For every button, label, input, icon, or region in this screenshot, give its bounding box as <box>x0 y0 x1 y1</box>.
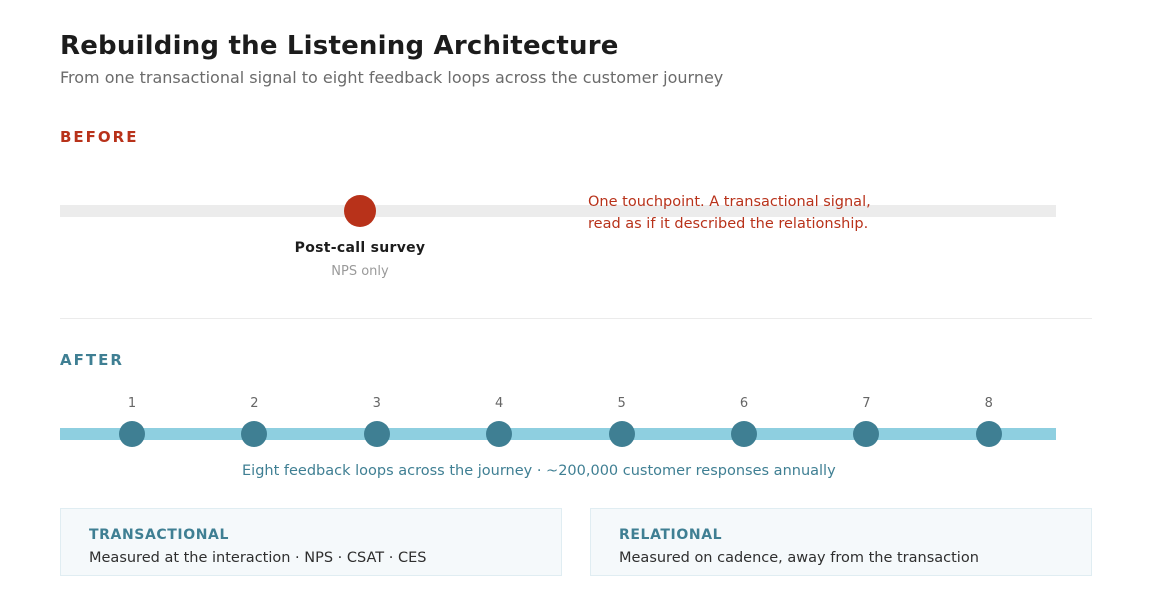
transactional-card-title: TRANSACTIONAL <box>89 527 230 543</box>
loop-number-8: 8 <box>984 396 993 411</box>
after-section-label: AFTER <box>60 351 124 369</box>
loop-number-3: 3 <box>372 396 381 411</box>
after-journey-track <box>60 428 1056 440</box>
before-touchpoint-dot <box>344 195 376 227</box>
loop-number-2: 2 <box>250 396 259 411</box>
transactional-card-description: Measured at the interaction · NPS · CSAT… <box>89 550 427 566</box>
loop-number-5: 5 <box>617 396 626 411</box>
loop-dot-3 <box>363 421 390 447</box>
loop-dot-7 <box>853 421 880 447</box>
before-callout: One touchpoint. A transactional signal, … <box>588 191 871 235</box>
before-touchpoint-name: Post-call survey <box>294 240 426 256</box>
loop-dot-6 <box>731 421 757 447</box>
before-section-label: BEFORE <box>60 128 139 146</box>
loop-dot-8 <box>975 421 1002 447</box>
page-title: Rebuilding the Listening Architecture <box>60 31 619 61</box>
section-divider <box>60 318 1092 319</box>
loop-dot-2 <box>241 421 268 447</box>
loop-number-6: 6 <box>739 396 749 411</box>
page-subtitle: From one transactional signal to eight f… <box>60 68 724 87</box>
before-touchpoint-sub: NPS only <box>331 264 389 279</box>
loop-number-4: 4 <box>495 396 504 411</box>
after-caption: Eight feedback loops across the journey … <box>242 463 836 479</box>
before-callout-line-2: read as if it described the relationship… <box>588 216 869 232</box>
before-journey-track <box>60 205 1056 217</box>
loop-dot-1 <box>119 421 145 447</box>
loop-dot-4 <box>486 421 513 447</box>
loop-number-7: 7 <box>862 396 871 411</box>
relational-card-title: RELATIONAL <box>619 527 723 543</box>
transactional-card: TRANSACTIONAL Measured at the interactio… <box>60 508 562 576</box>
relational-card-description: Measured on cadence, away from the trans… <box>619 550 979 566</box>
loop-number-1: 1 <box>127 396 137 411</box>
before-callout-line-1: One touchpoint. A transactional signal, <box>588 194 871 210</box>
relational-card: RELATIONAL Measured on cadence, away fro… <box>590 508 1092 576</box>
loop-dot-5 <box>608 421 635 447</box>
